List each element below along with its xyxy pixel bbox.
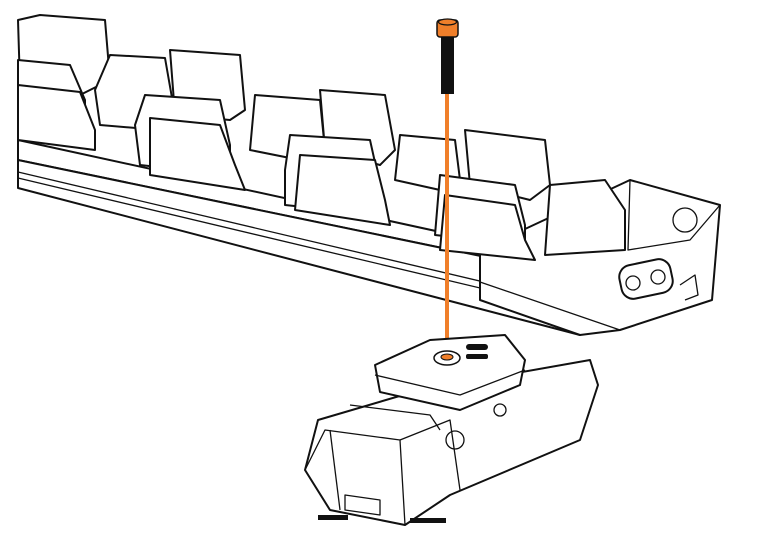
keyboard-case — [17, 139, 721, 336]
screw — [436, 18, 459, 352]
mount-module — [304, 334, 599, 526]
keycaps — [17, 14, 626, 261]
screw-thread — [441, 36, 454, 94]
